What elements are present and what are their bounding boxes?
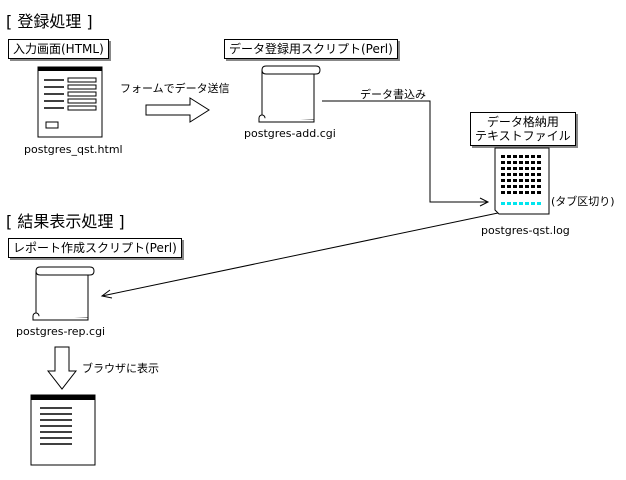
- log-file-name: postgres-qst.log: [481, 224, 570, 237]
- rep-cgi-file-name: postgres-rep.cgi: [16, 325, 106, 338]
- data-write-arrow: [322, 100, 487, 203]
- add-cgi-file-name: postgres-add.cgi: [244, 127, 336, 140]
- html-file-name: postgres_qst.html: [24, 143, 123, 156]
- add-script-scroll-icon: [258, 65, 321, 123]
- report-script-scroll-icon: [32, 266, 95, 321]
- storage-file-label-line2: テキストファイル: [475, 129, 571, 143]
- report-script-label: レポート作成スクリプト(Perl): [8, 238, 182, 258]
- log-text-file-icon: [494, 147, 550, 215]
- data-read-arrow: [101, 212, 499, 297]
- section-title-result: [ 結果表示処理 ]: [6, 212, 125, 231]
- form-send-arrow: [145, 97, 210, 123]
- storage-file-label: データ格納用 テキストファイル: [470, 112, 576, 146]
- browser-display-caption: ブラウザに表示: [82, 362, 159, 375]
- browser-page-icon: [30, 394, 96, 466]
- tab-delimited-caption: (タブ区切り): [551, 195, 615, 208]
- input-screen-label: 入力画面(HTML): [8, 39, 109, 59]
- section-title-registration: [ 登録処理 ]: [6, 12, 93, 31]
- add-script-label: データ登録用スクリプト(Perl): [224, 39, 398, 59]
- browser-display-arrow: [46, 346, 78, 390]
- form-send-caption: フォームでデータ送信: [120, 82, 230, 95]
- data-write-caption: データ書込み: [360, 88, 426, 101]
- html-form-icon: [37, 66, 103, 138]
- storage-file-label-line1: データ格納用: [486, 115, 559, 129]
